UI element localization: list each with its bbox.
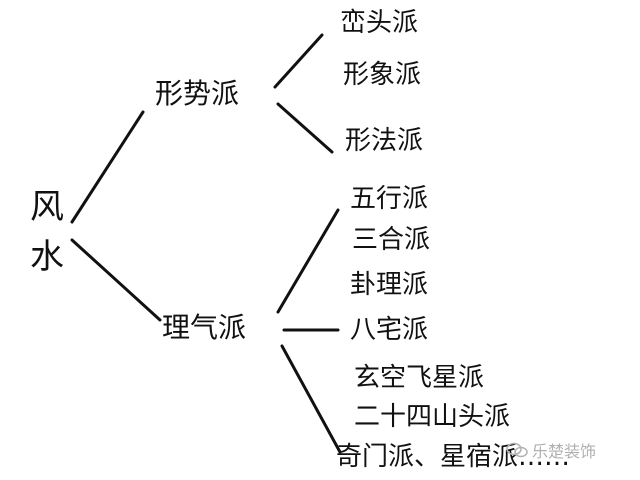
root-char-shui: 水 — [30, 237, 64, 277]
branch-xingshi: 形势派 — [155, 77, 240, 110]
leaf-wuxing: 五行派 — [350, 184, 429, 214]
leaf-bazhai: 八宅派 — [350, 315, 429, 345]
connector-root-liqi — [70, 238, 162, 322]
watermark: 乐楚装饰 — [506, 438, 596, 462]
connector-liqi-qimen — [280, 344, 342, 454]
leaf-xuankong: 玄空飞星派 — [354, 363, 485, 393]
leaf-ershisi: 二十四山头派 — [354, 402, 511, 432]
connector-root-xingshi — [70, 110, 145, 224]
connector-xingshi-xingfa — [276, 102, 334, 154]
leaf-guali: 卦理派 — [350, 270, 429, 300]
wechat-icon — [506, 442, 528, 458]
branch-liqi: 理气派 — [162, 311, 247, 344]
connector-xingshi-luantou — [273, 33, 324, 89]
leaf-luantou: 峦头派 — [340, 8, 419, 38]
connector-liqi-wuxing — [276, 208, 340, 314]
watermark-text: 乐楚装饰 — [532, 442, 597, 461]
leaf-xingfa: 形法派 — [345, 126, 424, 156]
leaf-sanhe: 三合派 — [352, 225, 431, 255]
leaf-xingxiang: 形象派 — [343, 60, 422, 90]
leaf-qimen: 奇门派、星宿派…… — [336, 442, 571, 472]
root-char-feng: 风 — [30, 187, 64, 227]
